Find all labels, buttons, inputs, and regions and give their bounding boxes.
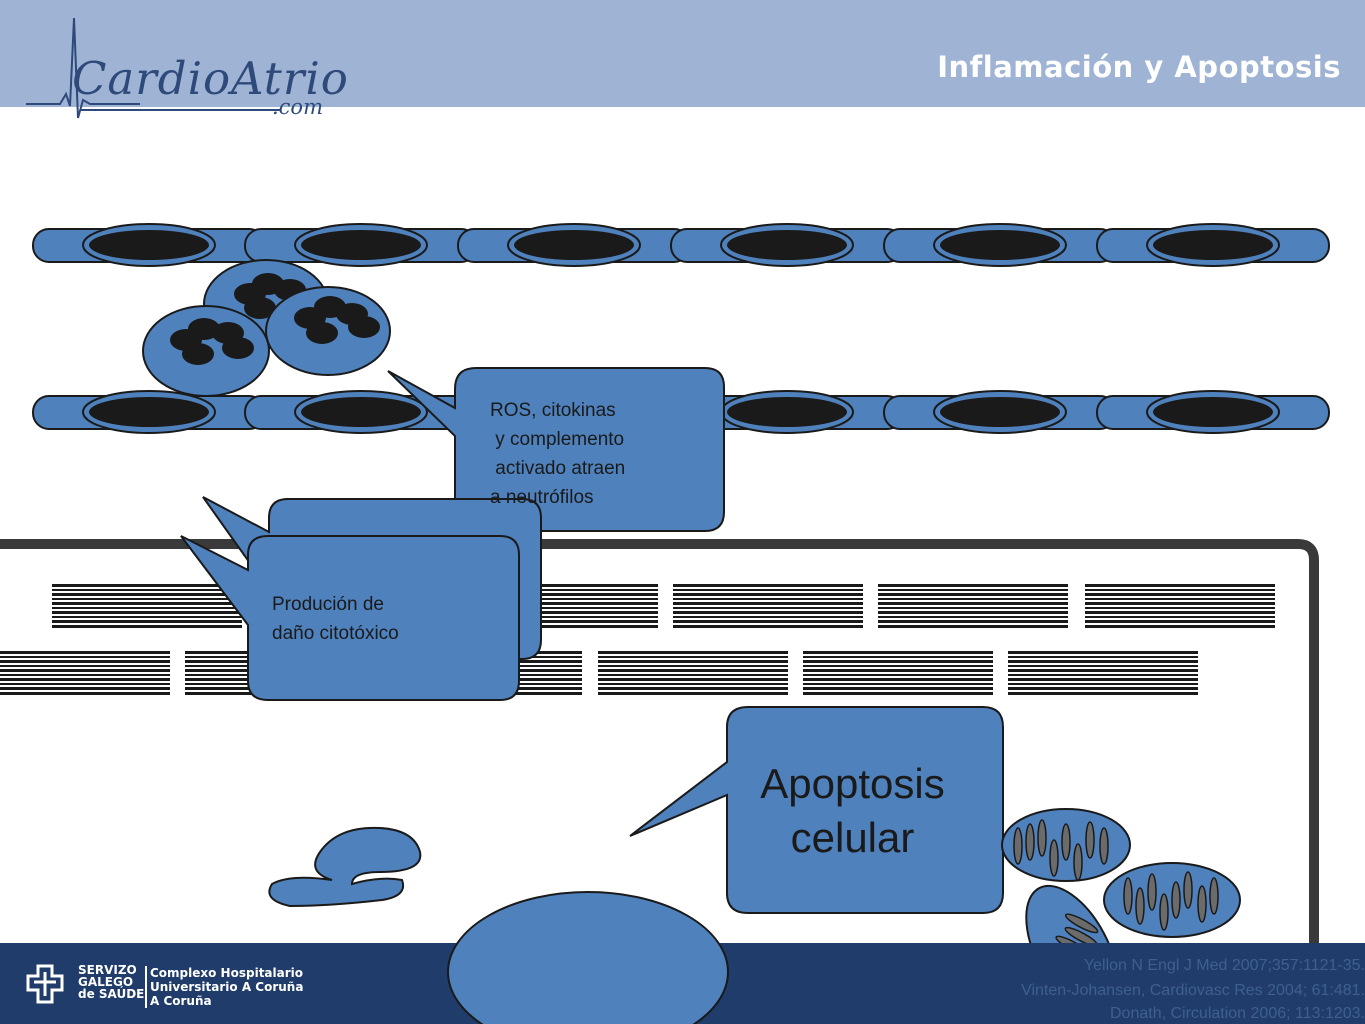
callout-ros-text: ROS, citokinas y complemento activado at… — [490, 400, 626, 508]
neutrophil-cluster — [142, 259, 391, 397]
logo-text: CardioAtrio — [72, 52, 349, 105]
sergas-logo — [26, 964, 147, 1008]
mitochondrion-1 — [1001, 808, 1131, 882]
callout-apoptosis — [629, 706, 1004, 914]
myofiber-row-lower — [0, 651, 1198, 695]
slide-title: Inflamación y Apoptosis — [937, 50, 1341, 84]
logo-subtext: .com — [272, 95, 323, 119]
reference-line: Vinten-Johansen, Cardiovasc Res 2004; 61… — [1021, 982, 1365, 999]
cardioatrio-logo — [26, 17, 280, 119]
reticulum-shape — [268, 826, 422, 908]
reference-line: Donath, Circulation 2006; 113:1203. — [1110, 1005, 1365, 1022]
header-bar — [0, 0, 1365, 107]
reference-line: Yellon N Engl J Med 2007;357:1121-35. — [1083, 957, 1365, 974]
footer-institution-a: SERVIZO GALEGO de SAÚDE — [78, 963, 145, 1001]
cardiomyocyte-membrane — [0, 539, 1319, 1024]
capillary-wall-upper — [32, 223, 1330, 267]
mitochondrion-2 — [1103, 862, 1241, 938]
neutrophil-3 — [142, 305, 270, 397]
callout-dano-front — [180, 535, 520, 701]
neutrophil-2 — [265, 286, 391, 376]
footer-institution-b: Complexo Hospitalario Universitario A Co… — [150, 966, 304, 1008]
sergas-cross-icon — [26, 964, 64, 1004]
callout-apoptosis-text: Apoptosis celular — [760, 760, 945, 861]
ecg-line-icon — [26, 17, 140, 119]
callout-dano-text: Produción de daño citotóxico — [272, 594, 399, 644]
